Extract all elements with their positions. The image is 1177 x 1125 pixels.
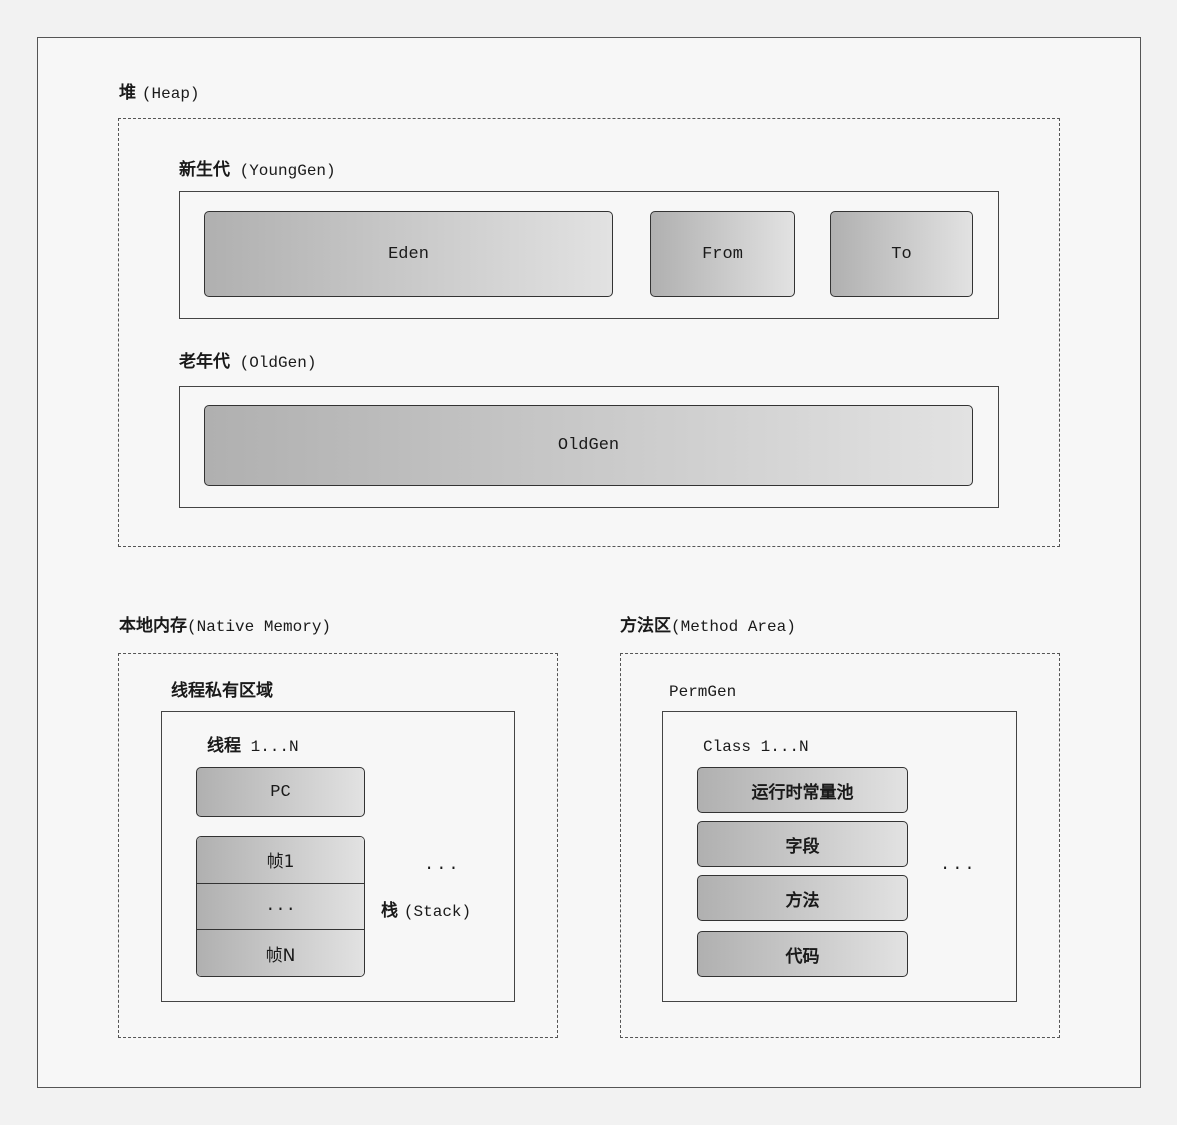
thread-more-ellipsis: ...	[424, 856, 461, 875]
oldgen-title-en: (OldGen)	[230, 354, 317, 372]
younggen-title-cn: 新生代	[179, 160, 230, 180]
younggen-title-en: (YoungGen)	[230, 162, 336, 180]
heap-region	[118, 118, 1060, 547]
oldgen-block: OldGen	[204, 405, 973, 486]
younggen-title: 新生代 (YoungGen)	[179, 160, 336, 181]
thread-label-en: 1...N	[241, 738, 299, 756]
runtime-constant-pool-block: 运行时常量池	[697, 767, 908, 813]
thread-private-title: 线程私有区域	[171, 681, 273, 701]
code-block: 代码	[697, 931, 908, 977]
stack-label-cn: 栈	[381, 901, 398, 921]
stack-frame-n: 帧N	[197, 930, 364, 976]
method-area-region	[620, 653, 1060, 1038]
to-survivor-block: To	[830, 211, 973, 297]
thread-label-cn: 线程	[207, 736, 241, 756]
method-area-title: 方法区(Method Area)	[620, 616, 796, 637]
class-more-ellipsis: ...	[940, 856, 977, 875]
fields-block: 字段	[697, 821, 908, 867]
stack-label-en: (Stack)	[403, 903, 472, 921]
oldgen-title: 老年代 (OldGen)	[179, 352, 316, 373]
native-memory-title: 本地内存(Native Memory)	[119, 616, 331, 637]
from-survivor-block: From	[650, 211, 795, 297]
oldgen-title-cn: 老年代	[179, 352, 230, 372]
heap-title-en: (Heap)	[141, 85, 200, 103]
methods-block: 方法	[697, 875, 908, 921]
heap-title-cn: 堆	[119, 83, 136, 103]
native-memory-title-en: (Native Memory)	[187, 618, 332, 636]
stack-frame-1: 帧1	[197, 837, 364, 884]
thread-label: 线程 1...N	[207, 736, 299, 757]
method-area-title-cn: 方法区	[620, 616, 671, 636]
stack-frame-ellipsis: ...	[197, 883, 364, 931]
stack-label: 栈 (Stack)	[381, 901, 471, 922]
native-memory-title-cn: 本地内存	[119, 616, 187, 636]
pc-register-block: PC	[196, 767, 365, 817]
permgen-label: PermGen	[669, 683, 737, 701]
heap-title: 堆 (Heap)	[119, 83, 200, 104]
method-area-title-en: (Method Area)	[671, 618, 796, 636]
stack-block: 帧1 ... 帧N	[196, 836, 365, 977]
class-label: Class 1...N	[703, 738, 809, 756]
eden-block: Eden	[204, 211, 613, 297]
native-memory-region	[118, 653, 558, 1038]
